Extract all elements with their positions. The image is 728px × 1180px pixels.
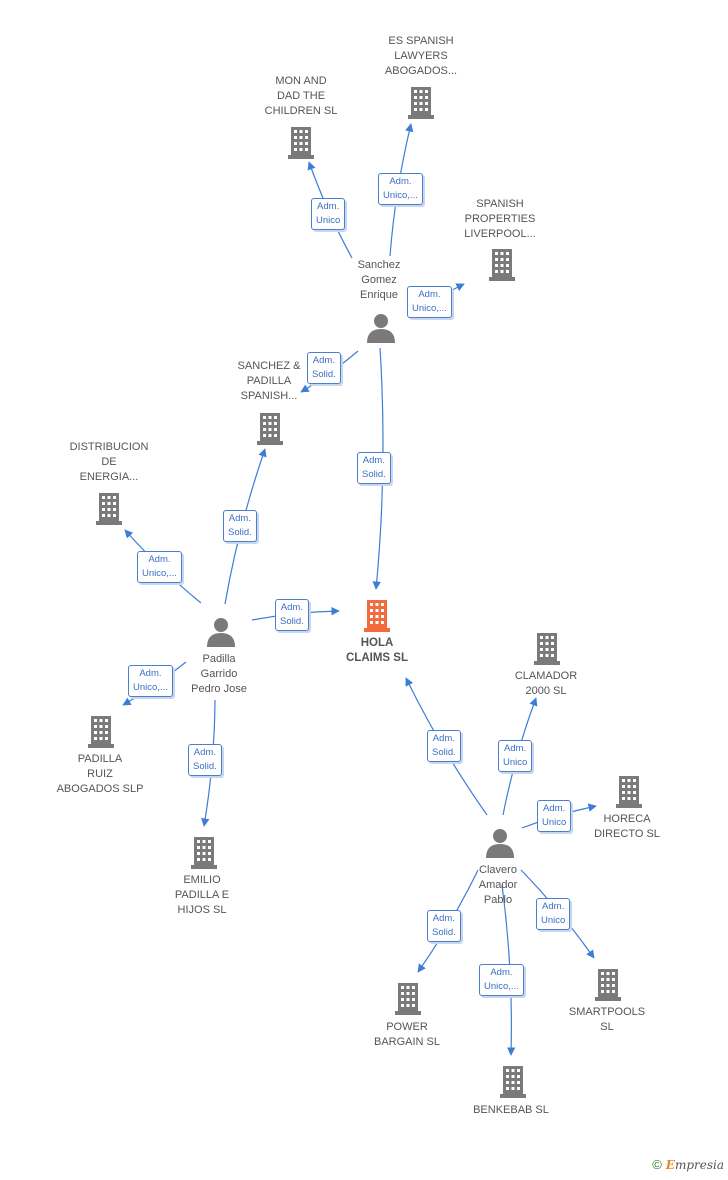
node-label-smartpools[interactable]: SMARTPOOLS SL bbox=[568, 1006, 646, 1033]
building-icon-spanishprop[interactable] bbox=[489, 249, 515, 281]
relation-badge-padilla-distribucion[interactable]: Adm. Unico,... bbox=[137, 551, 182, 583]
copyright-icon: © bbox=[652, 1157, 662, 1172]
node-label-eslawyers[interactable]: ES SPANISH LAWYERS ABOGADOS... bbox=[384, 35, 458, 77]
building-icon-smartpools[interactable] bbox=[595, 969, 621, 1001]
relation-badge-clavero-horeca[interactable]: Adm. Unico bbox=[537, 800, 572, 832]
node-label-sanchez[interactable]: Sanchez Gomez Enrique bbox=[357, 259, 401, 301]
relation-badge-sanchez-eslawyers[interactable]: Adm. Unico,... bbox=[378, 173, 423, 205]
relation-badge-clavero-power[interactable]: Adm. Solid. bbox=[427, 910, 461, 942]
building-icon-mondad[interactable] bbox=[288, 127, 314, 159]
node-label-horeca[interactable]: HORECA DIRECTO SL bbox=[594, 813, 660, 840]
node-label-hola[interactable]: HOLA CLAIMS SL bbox=[346, 637, 408, 664]
relation-badge-padilla-sanchezpad[interactable]: Adm. Solid. bbox=[223, 510, 257, 542]
building-icon-horeca[interactable] bbox=[616, 776, 642, 808]
building-icon-benkebab[interactable] bbox=[500, 1066, 526, 1098]
node-label-clamador[interactable]: CLAMADOR 2000 SL bbox=[514, 670, 578, 697]
node-label-benkebab[interactable]: BENKEBAB SL bbox=[473, 1104, 549, 1116]
building-icon-eslawyers[interactable] bbox=[408, 87, 434, 119]
relation-badge-sanchez-spanishprop[interactable]: Adm. Unico,... bbox=[407, 286, 452, 318]
person-icon-padilla[interactable] bbox=[207, 618, 235, 647]
relation-badge-padilla-emilio[interactable]: Adm. Solid. bbox=[188, 744, 222, 776]
relation-badge-sanchez-hola[interactable]: Adm. Solid. bbox=[357, 452, 391, 484]
relation-badge-padilla-padillaruiz[interactable]: Adm. Unico,... bbox=[128, 665, 173, 697]
node-label-padillaruiz[interactable]: PADILLA RUIZ ABOGADOS SLP bbox=[56, 753, 144, 795]
building-icon-distribucion[interactable] bbox=[96, 493, 122, 525]
node-label-mondad[interactable]: MON AND DAD THE CHILDREN SL bbox=[264, 75, 338, 117]
person-icon-sanchez[interactable] bbox=[367, 314, 395, 343]
node-label-emilio[interactable]: EMILIO PADILLA E HIJOS SL bbox=[174, 874, 230, 916]
relation-badge-clavero-smartpools[interactable]: Adm. Unico bbox=[536, 898, 571, 930]
building-icon-padillaruiz[interactable] bbox=[88, 716, 114, 748]
relation-badge-sanchez-mondad[interactable]: Adm. Unico bbox=[311, 198, 346, 230]
node-label-distribucion[interactable]: DISTRIBUCION DE ENERGIA... bbox=[69, 441, 149, 483]
copyright-footer[interactable]: ©Empresia bbox=[652, 1157, 724, 1172]
relation-badge-clavero-hola[interactable]: Adm. Solid. bbox=[427, 730, 461, 762]
relation-badge-padilla-hola[interactable]: Adm. Solid. bbox=[275, 599, 309, 631]
relation-badge-sanchez-sanchezpad[interactable]: Adm. Solid. bbox=[307, 352, 341, 384]
relation-badge-clavero-clamador[interactable]: Adm. Unico bbox=[498, 740, 533, 772]
person-icon-clavero[interactable] bbox=[486, 829, 514, 858]
relation-badge-clavero-benkebab[interactable]: Adm. Unico,... bbox=[479, 964, 524, 996]
node-label-sanchezpad[interactable]: SANCHEZ & PADILLA SPANISH... bbox=[237, 360, 301, 402]
node-label-power[interactable]: POWER BARGAIN SL bbox=[373, 1021, 441, 1048]
node-label-spanishprop[interactable]: SPANISH PROPERTIES LIVERPOOL... bbox=[464, 198, 536, 240]
building-icon-emilio[interactable] bbox=[191, 837, 217, 869]
building-icon-sanchezpad[interactable] bbox=[257, 413, 283, 445]
empresia-logo: Empresia bbox=[665, 1158, 724, 1172]
node-label-clavero[interactable]: Clavero Amador Pablo bbox=[478, 864, 518, 906]
node-label-padilla[interactable]: Padilla Garrido Pedro Jose bbox=[191, 653, 247, 695]
building-icon-power[interactable] bbox=[395, 983, 421, 1015]
building-icon-hola[interactable] bbox=[364, 600, 390, 632]
building-icon-clamador[interactable] bbox=[534, 633, 560, 665]
